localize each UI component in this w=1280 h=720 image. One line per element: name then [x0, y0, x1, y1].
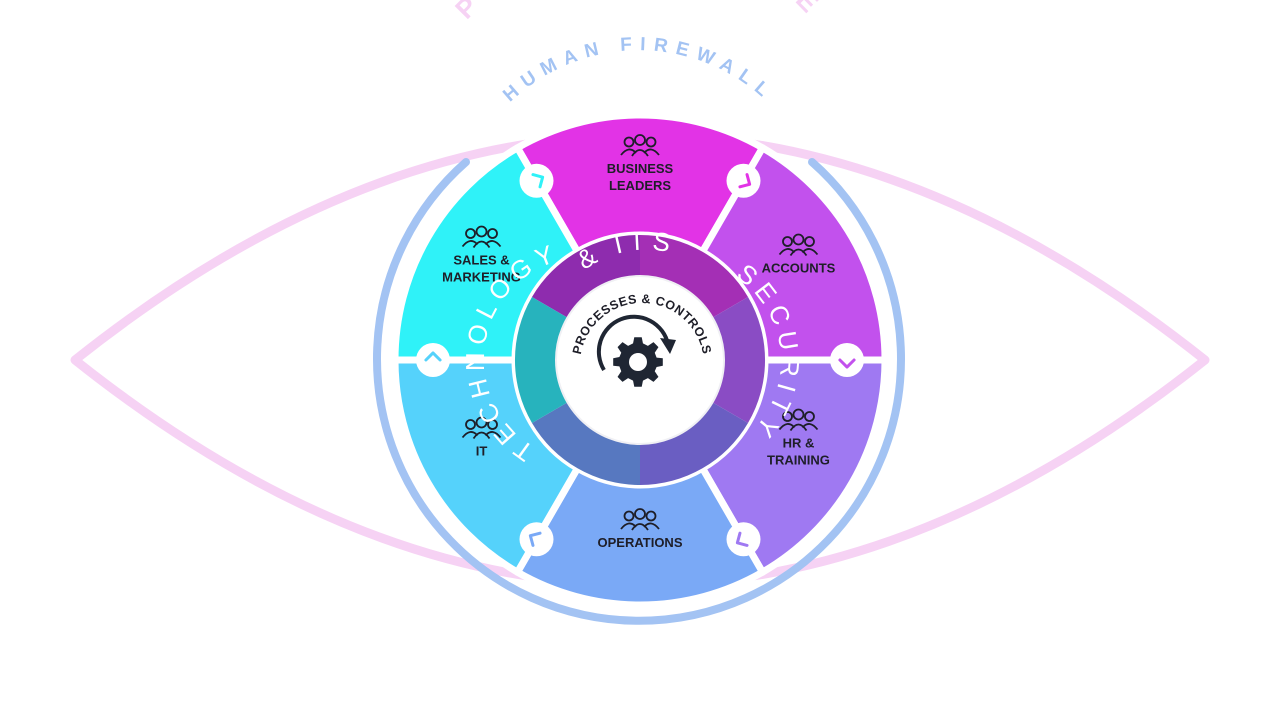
human-firewall-ring [373, 158, 905, 625]
technology-security-ring [514, 234, 766, 486]
chevron-badge-icon [416, 343, 450, 377]
gear-cycle-icon [596, 314, 676, 387]
chevron-badge-icon [519, 522, 554, 557]
segment-label-business-leaders: LEADERS [609, 178, 671, 193]
segment-label-it: IT [476, 444, 488, 459]
people-group-icon [778, 408, 819, 432]
people-group-icon [620, 508, 660, 531]
people-group-icon [620, 134, 660, 157]
segment-label-hr-training: HR & [783, 436, 815, 451]
people-group-icon [778, 233, 819, 257]
segment-label-sales-marketing: MARKETING [442, 270, 521, 285]
chevron-badge-icon [830, 343, 864, 377]
people-group-icon [461, 416, 502, 440]
arrow-badges [416, 163, 864, 557]
perimeter-fence-label: PERIMETER FENCE [450, 0, 831, 25]
chevron-badge-icon [726, 163, 761, 198]
segment-label-business-leaders: BUSINESS [607, 161, 674, 176]
segment-label-sales-marketing: SALES & [453, 253, 509, 268]
chevron-badge-icon [726, 522, 761, 557]
segment-label-operations: OPERATIONS [598, 535, 683, 550]
perimeter-fence-outline [70, 130, 1210, 590]
segment-label-accounts: ACCOUNTS [762, 261, 836, 276]
people-group-icon [461, 225, 502, 249]
department-segments: BUSINESS LEADERS ACCOUNTS HR & TRAINING OPERA… [391, 111, 889, 609]
human-firewall-label: HUMAN FIREWALL [499, 34, 778, 106]
chevron-badge-icon [519, 163, 554, 198]
segment-label-hr-training: TRAINING [767, 453, 830, 468]
